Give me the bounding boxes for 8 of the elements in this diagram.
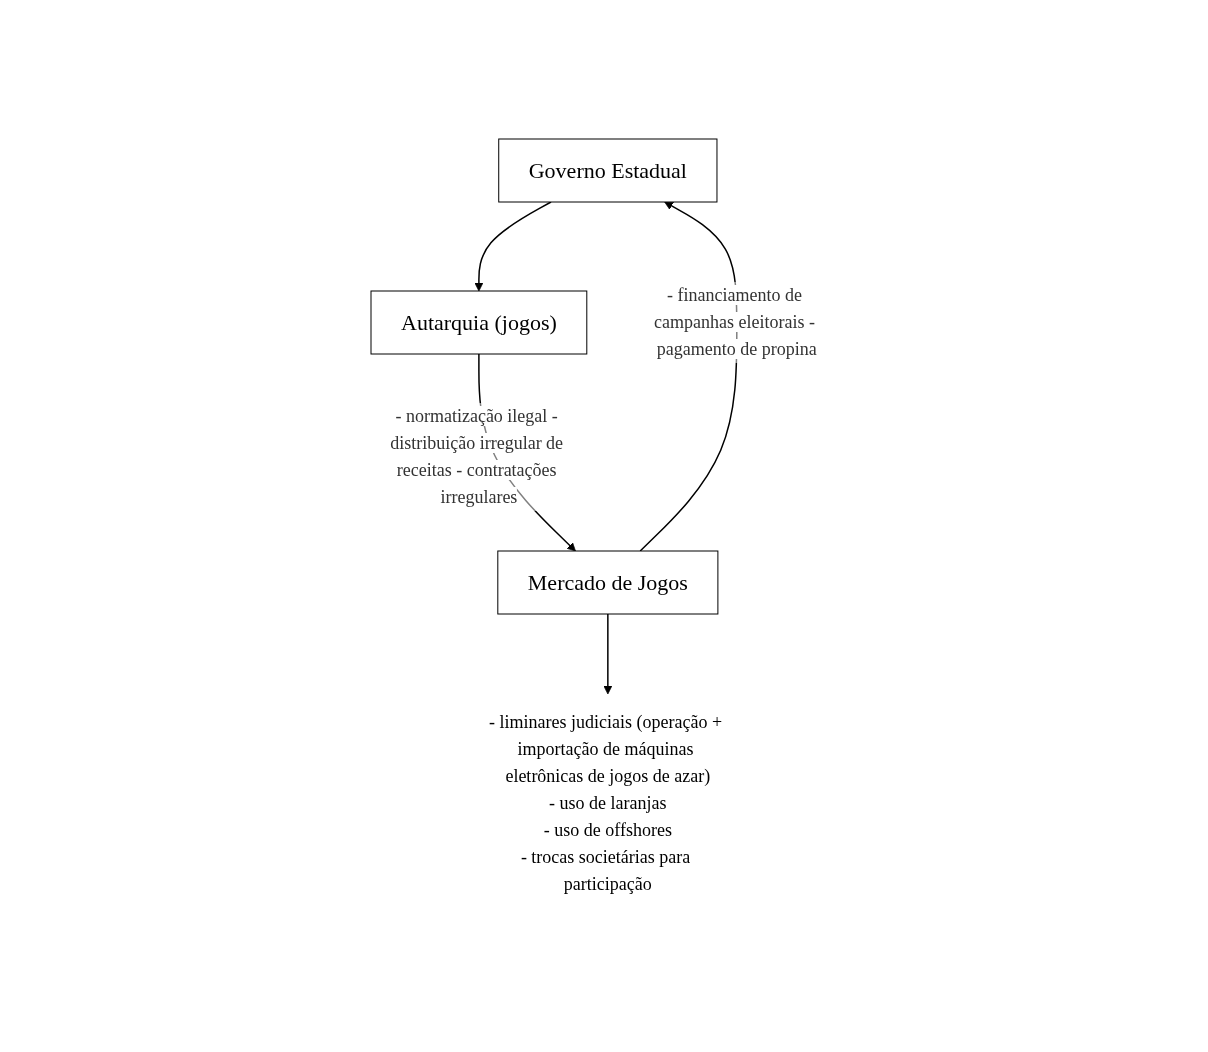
node-box: Autarquia (jogos) (370, 290, 588, 355)
node-box: Governo Estadual (498, 138, 718, 203)
arrow (603, 613, 613, 695)
edge-label: - normatização ilegal - distribuição irregular de receitas - contratações irregulares (390, 406, 564, 507)
node-box: Mercado de Jogos (497, 550, 719, 615)
edge-label: - financiamento de campanhas eleitorais - pagamento de propina (654, 285, 817, 359)
arrow (474, 201, 552, 292)
node-text: - liminares judiciais (operação + importação de máquinas eletrônicas de jogos de azar) - uso de laranjas - uso de offshores - trocas societárias para participação (489, 712, 723, 894)
